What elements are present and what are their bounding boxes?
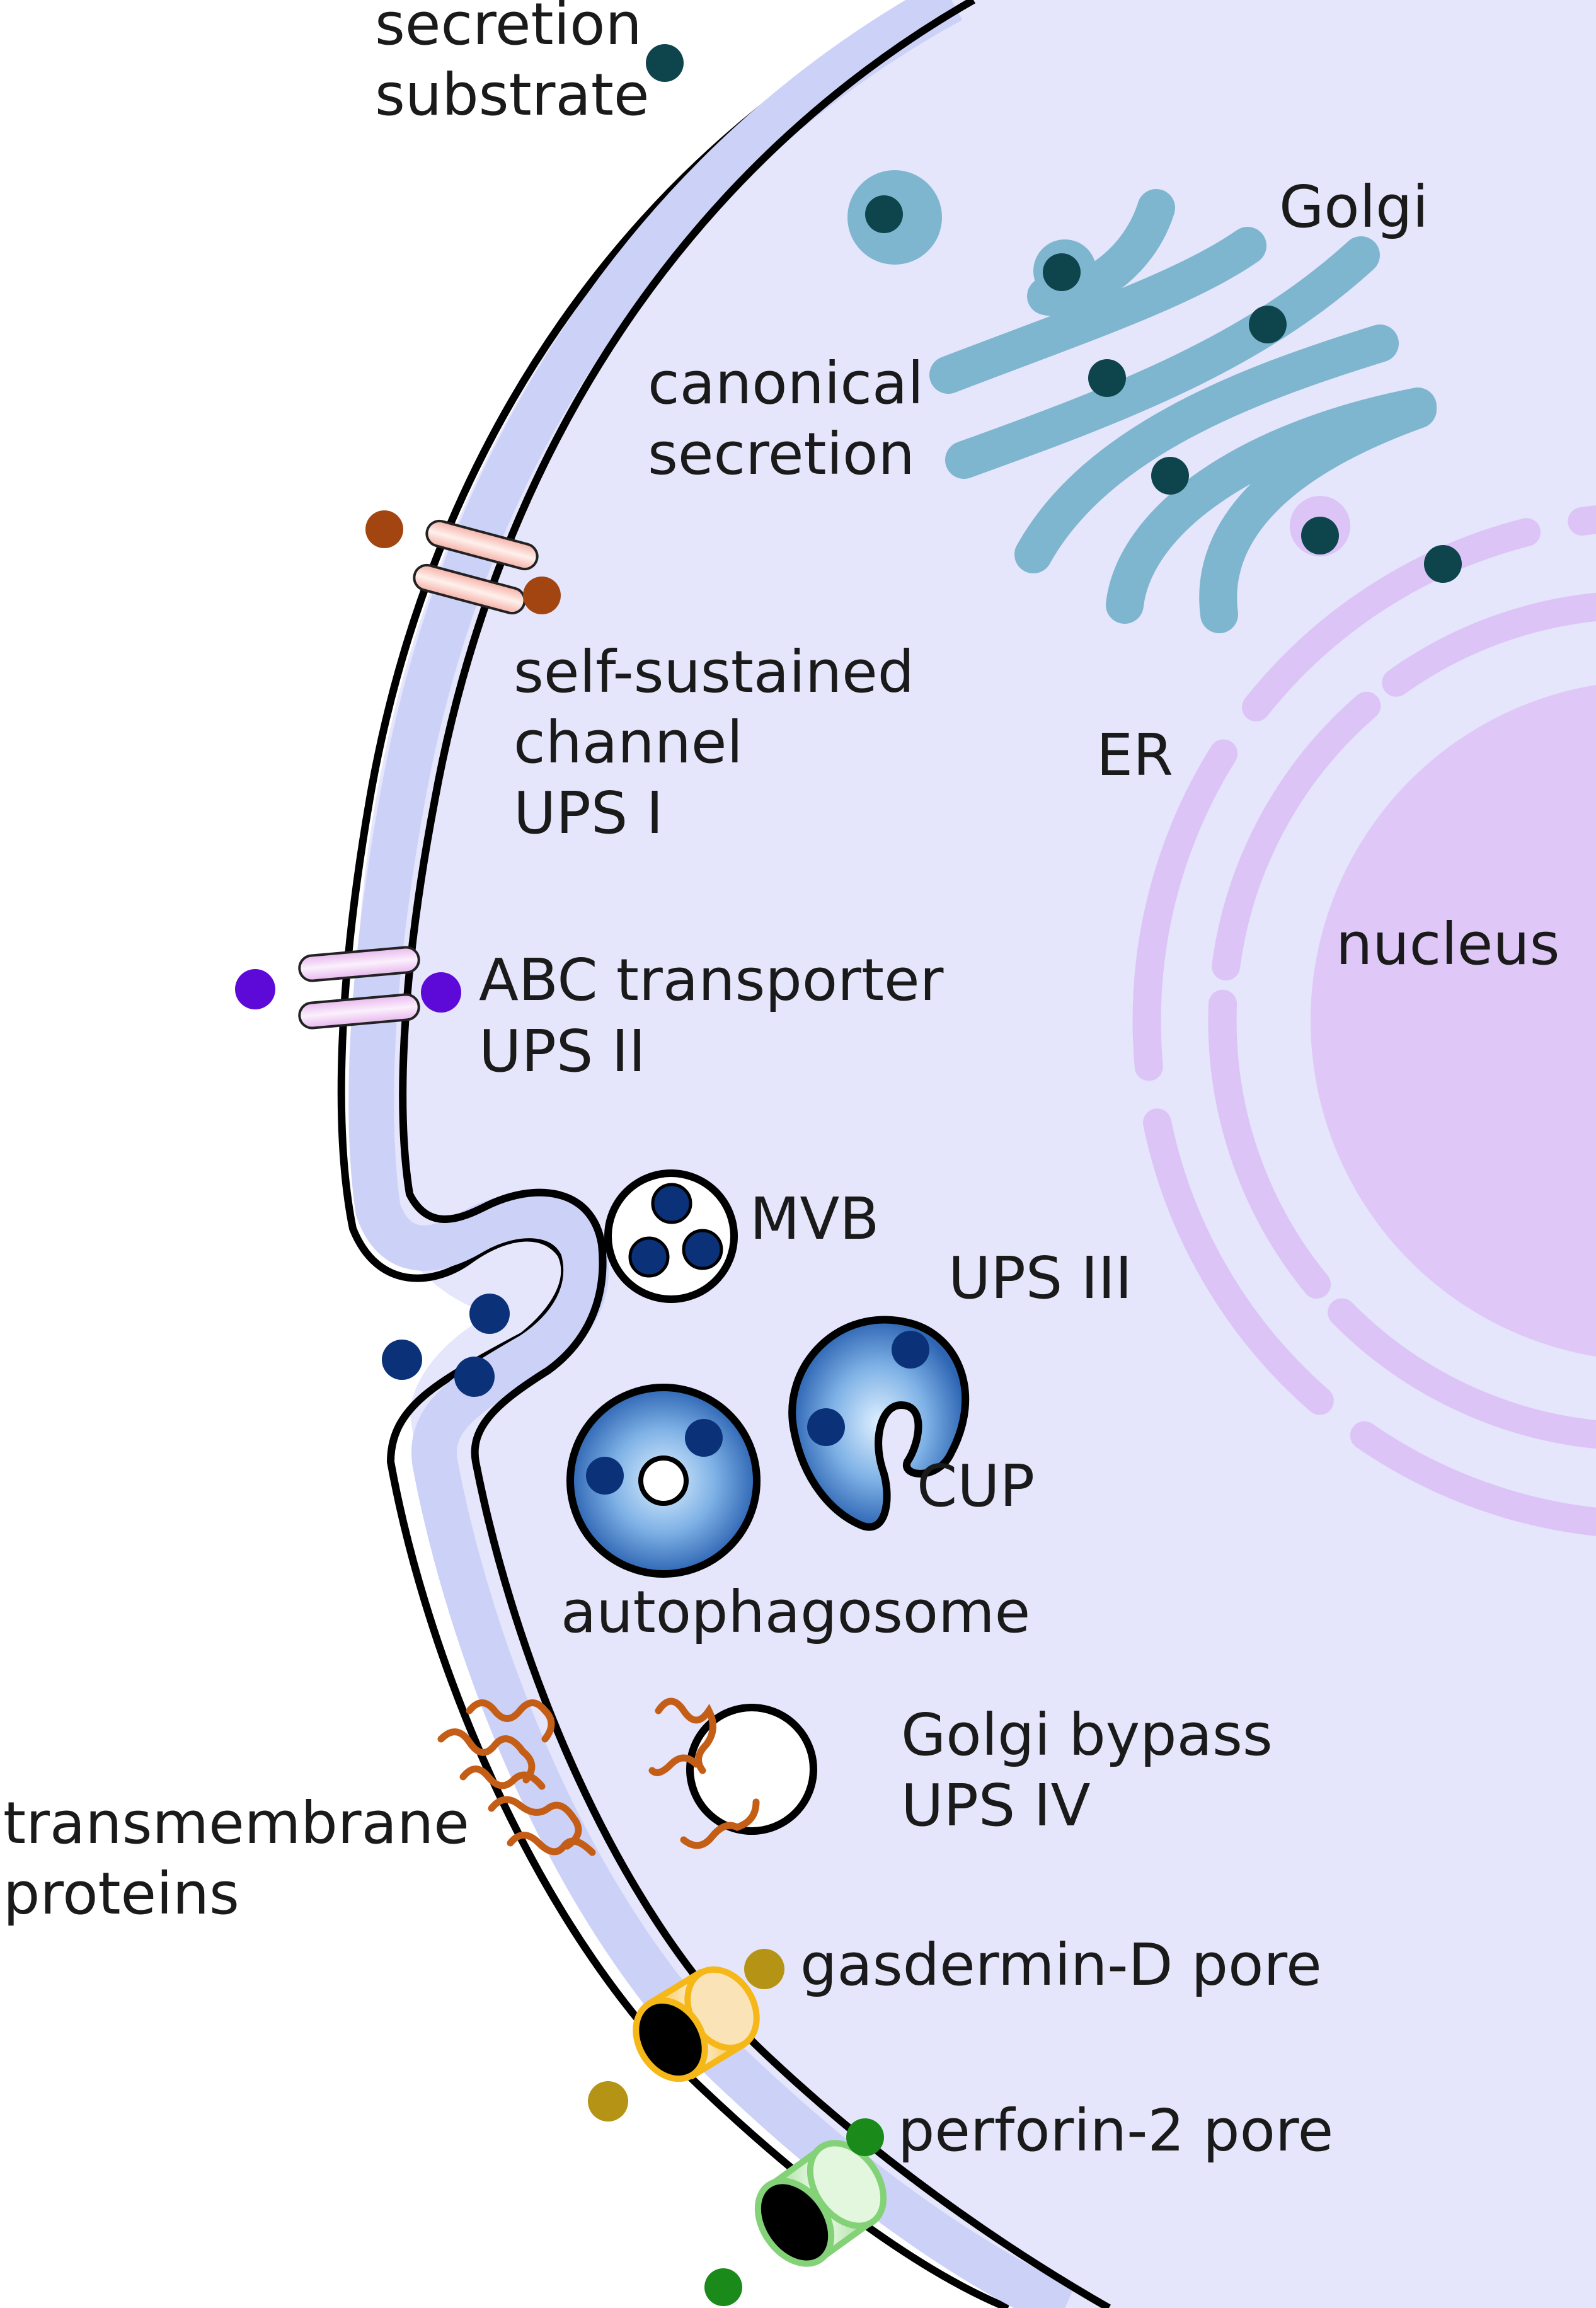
mvb-inner-vesicle [682,1229,723,1270]
canonical-secretion-label: canonical [648,350,924,417]
tm-protein [648,1754,700,1776]
perforin-substrate-inside [846,2118,884,2156]
transporter-bar [298,993,420,1030]
golgi-bypass-label: Golgi bypass [901,1701,1273,1769]
substrate-dot [1151,457,1189,495]
golgi-cisterna [945,236,1380,479]
transmembrane-label: transmembrane [3,1789,469,1857]
abc-transporter [235,946,461,1030]
self-sustained-label: UPS I [514,779,663,847]
secretion-substrate-legend-dot [646,44,684,82]
mvb-label: MVB [750,1185,879,1253]
tm-protein [466,1699,555,1743]
gasdermin-substrate-outside [588,2081,628,2121]
self-sustained-label: channel [514,709,743,776]
nucleus [1311,685,1596,1357]
er-ring-inner [1208,592,1596,1449]
membrane-transmembrane-proteins [437,1699,596,1856]
bypass-transmembrane-proteins [648,1697,760,1849]
ups2-substrate-outside [235,969,275,1009]
ups3-label: UPS III [948,1244,1132,1312]
nucleus-label: nucleus [1336,910,1560,978]
ups2-substrate-inside [421,972,461,1013]
cytoplasm [357,0,1596,2308]
transmembrane-label: proteins [3,1860,239,1927]
mvb-inner-vesicle [651,1183,692,1224]
bypass-vesicle [686,1704,817,1835]
er-substrate-dot [1424,545,1462,583]
perforin-2-pore [704,2118,887,2306]
tm-protein [655,1697,716,1774]
golgi-bypass-label: UPS IV [901,1772,1091,1839]
tm-protein [680,1798,760,1849]
golgi-cisterna [929,227,1266,394]
secretion-substrate-label: secretion [375,0,642,58]
substrate-dot [469,1294,510,1334]
cup-shape [788,1316,970,1531]
self-sustained-channel [365,510,561,615]
labels: secretion substrate Golgi canonical secr… [3,0,1560,2164]
autophagosome-substrate [586,1457,624,1495]
er-substrate-dot [1301,517,1339,554]
abc-transporter-label: ABC transporter [479,946,944,1014]
ups1-substrate-inside [523,577,561,614]
tm-protein [459,1765,546,1790]
substrate-dot [865,195,903,233]
self-sustained-label: self-sustained [514,638,914,706]
autophagosome [566,1384,761,1578]
autophagosome-label: autophagosome [561,1578,1030,1646]
gasdermin-label: gasdermin-D pore [800,1931,1322,1999]
perforin-label: perforin-2 pore [898,2097,1333,2164]
tm-protein [507,1832,596,1856]
autophagosome-substrate [685,1419,723,1457]
channel-bar [425,519,539,571]
substrate-dot [1088,359,1126,397]
pore-opening [754,2178,835,2267]
substrate-dot [382,1340,422,1380]
golgi-label: Golgi [1279,173,1428,241]
tm-protein [488,1796,582,1850]
cup-substrate [807,1408,845,1446]
gasdermin-d-pore [588,1949,784,2121]
substrate-dot [1043,253,1081,291]
substrate-dot [1249,306,1287,343]
golgi-substrates [865,195,1287,495]
mvb [604,1169,738,1303]
pore-opening [633,1997,708,2082]
er-ring-outer [1132,505,1596,1536]
autophagosome-inner-vesicle [638,1455,689,1506]
cup [788,1316,970,1531]
perforin-substrate-outside [704,2268,742,2306]
tm-protein [437,1728,536,1784]
ups1-substrate-outside [365,510,403,548]
er-label: ER [1096,721,1173,789]
cup-substrate [892,1331,929,1369]
abc-transporter-label: UPS II [479,1018,646,1085]
golgi-cisterna [1199,391,1437,633]
secretion-substrate-label: substrate [375,61,650,129]
gasdermin-substrate-inside [744,1949,784,1989]
outer-membrane-line [337,0,1010,2308]
nucleus-region [1132,496,1596,1536]
transporter-bar [298,946,420,982]
cup-label: CUP [917,1452,1035,1520]
substrate-dot [454,1357,495,1397]
golgi-cisterna [1014,324,1399,573]
golgi-bypass [648,1697,817,1849]
channel-bar [413,563,526,615]
mvb-inner-vesicle [628,1236,670,1278]
exocytosis-substrates [382,1294,510,1397]
canonical-secretion-label: secretion [648,420,915,488]
